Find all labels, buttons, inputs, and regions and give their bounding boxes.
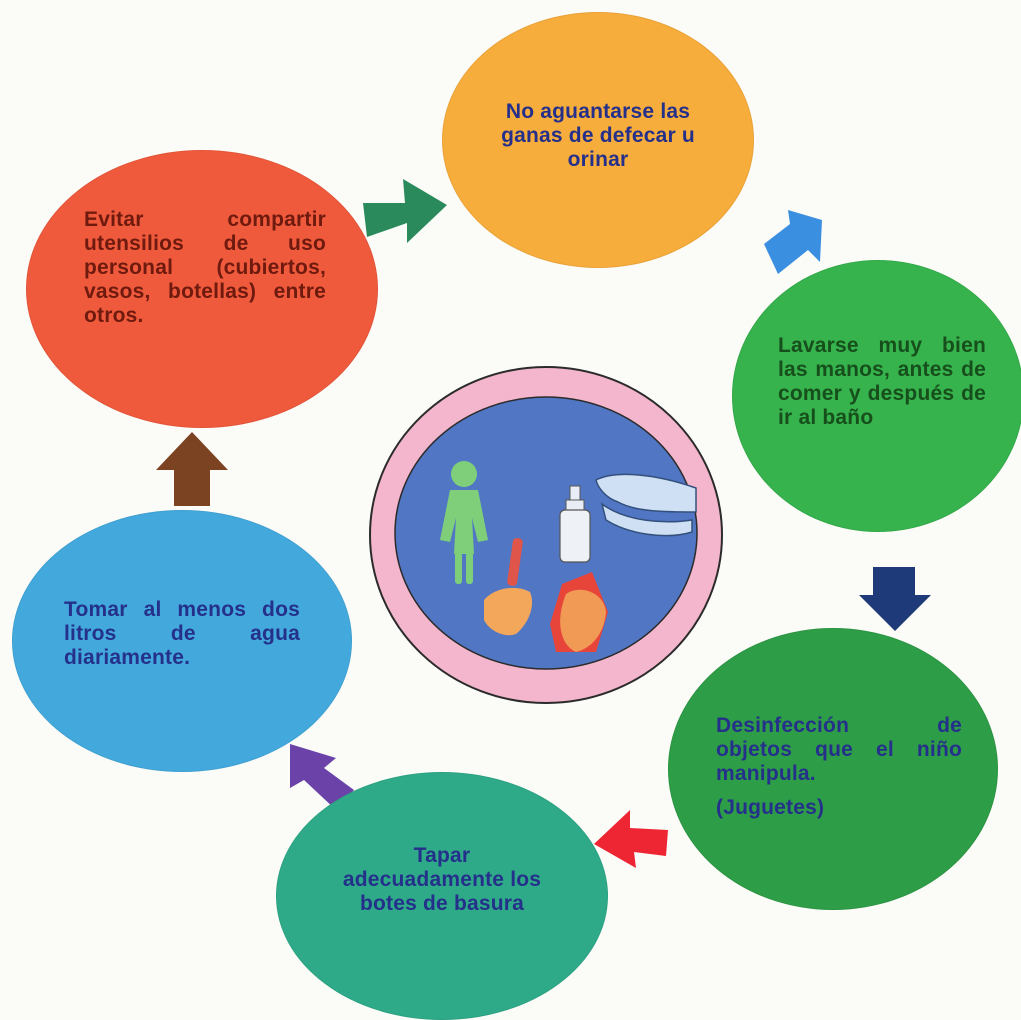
arrow-to-top-left xyxy=(156,432,228,506)
node-desinfeccion: Desinfección de objetos que el niño mani… xyxy=(668,628,998,910)
node-tomar-agua: Tomar al menos dos litros de agua diaria… xyxy=(12,510,352,772)
node-tomar-agua-text: Tomar al menos dos litros de agua diaria… xyxy=(64,598,300,669)
node-tapar-botes: Tapar adecuadamente los botes de basura xyxy=(276,772,608,1020)
node-desinfeccion-text: Desinfección de objetos que el niño mani… xyxy=(716,714,962,820)
node-lavarse-manos: Lavarse muy bien las manos, antes de com… xyxy=(732,260,1021,532)
node-no-aguantarse: No aguantarse las ganas de defecar u ori… xyxy=(442,12,754,268)
hand-sanitizer-icon xyxy=(559,473,697,563)
arrow-to-bottom-right xyxy=(859,567,931,631)
node-desinfeccion-subtext: (Juguetes) xyxy=(716,796,825,819)
node-desinfeccion-main: Desinfección de objetos que el niño mani… xyxy=(716,714,962,785)
woman-restroom-icon xyxy=(440,461,488,584)
node-no-aguantarse-text: No aguantarse las ganas de defecar u ori… xyxy=(501,100,695,171)
arrow-to-top-right xyxy=(764,210,822,274)
node-tapar-botes-text: Tapar adecuadamente los botes de basura xyxy=(342,844,542,915)
toothbrush-icon xyxy=(484,538,533,636)
center-illustration xyxy=(369,366,723,704)
toothpaste-icon xyxy=(550,572,608,652)
node-lavarse-manos-text: Lavarse muy bien las manos, antes de com… xyxy=(778,334,986,429)
node-evitar-compartir-text: Evitar compartir utensilios de uso perso… xyxy=(84,208,326,327)
arrow-to-bottom xyxy=(594,810,668,868)
arrow-to-left xyxy=(290,744,354,810)
arrow-to-top xyxy=(363,179,447,243)
node-evitar-compartir: Evitar compartir utensilios de uso perso… xyxy=(26,150,378,428)
